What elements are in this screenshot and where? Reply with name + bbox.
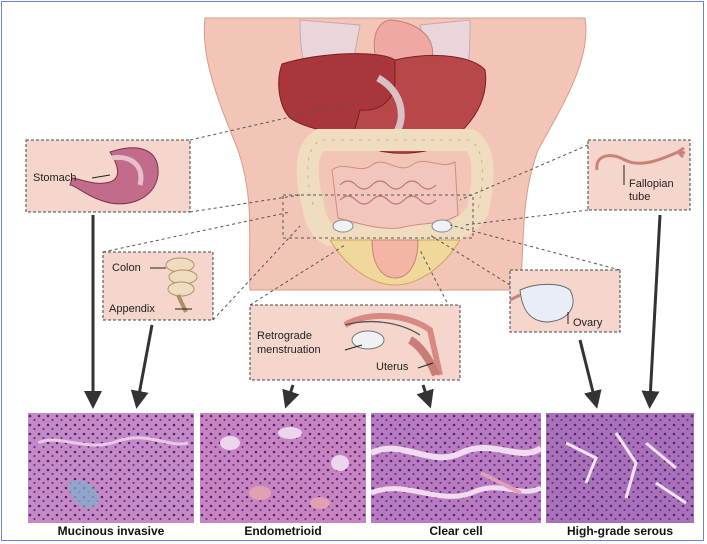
histology-clear-cell (371, 413, 541, 523)
label-menstruation: menstruation (257, 344, 321, 357)
caption-clear-cell: Clear cell (371, 524, 541, 538)
histology-high-grade-serous (546, 413, 694, 523)
label-colon: Colon (112, 262, 141, 275)
label-stomach: Stomach (33, 172, 76, 185)
caption-mucinous-invasive: Mucinous invasive (28, 524, 194, 538)
ovary-left (333, 220, 353, 232)
histology-endometrioid (200, 413, 366, 523)
ovary-right (432, 220, 452, 232)
caption-endometrioid: Endometrioid (200, 524, 366, 538)
caption-high-grade-serous: High-grade serous (546, 524, 694, 538)
histology-mucinous (28, 413, 194, 523)
label-ovary: Ovary (573, 317, 602, 330)
label-uterus: Uterus (376, 361, 408, 374)
label-tube: tube (629, 191, 650, 204)
label-fallopian: Fallopian (629, 178, 674, 191)
label-retrograde: Retrograde (257, 330, 312, 343)
label-appendix: Appendix (109, 303, 155, 316)
